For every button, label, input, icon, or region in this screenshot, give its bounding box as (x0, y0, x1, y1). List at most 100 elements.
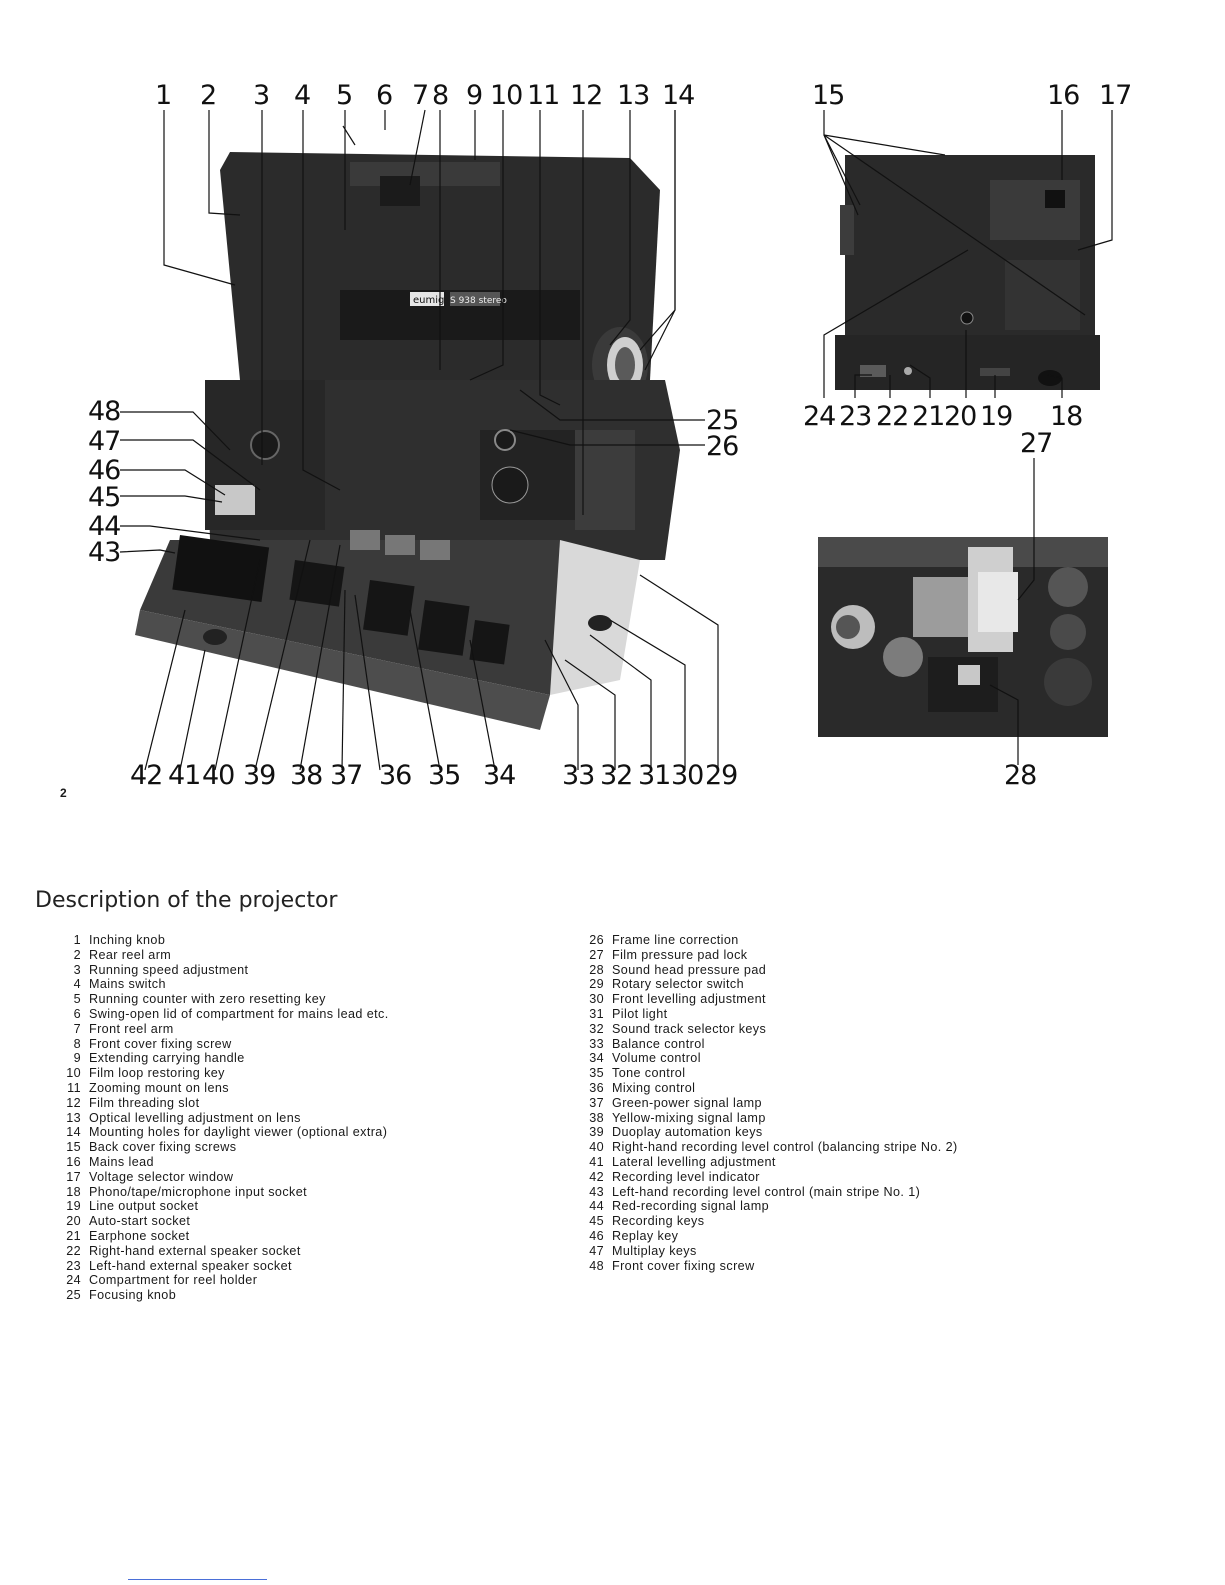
callout-number: 26 (706, 431, 739, 462)
part-label: Optical levelling adjustment on lens (89, 1110, 301, 1125)
footer-rule (128, 1579, 267, 1580)
part-label: Sound track selector keys (612, 1021, 767, 1036)
callout-number: 32 (600, 760, 633, 791)
part-number: 3 (73, 962, 81, 977)
part-label: Duoplay automation keys (612, 1125, 763, 1140)
part-label: Zooming mount on lens (89, 1080, 230, 1095)
part-number: 41 (589, 1154, 604, 1169)
part-label: Front cover fixing screw (612, 1258, 755, 1273)
callout-number: 39 (243, 760, 276, 791)
part-label: Red-recording signal lamp (612, 1199, 769, 1214)
callout-number: 45 (88, 482, 121, 513)
part-number: 18 (66, 1184, 81, 1199)
part-number: 45 (589, 1214, 604, 1229)
part-number: 26 (589, 933, 604, 947)
part-number: 9 (73, 1051, 81, 1066)
callout-number: 14 (662, 80, 695, 111)
part-label: Mounting holes for daylight viewer (opti… (89, 1125, 388, 1140)
part-label: Lateral levelling adjustment (612, 1154, 776, 1169)
callout-number: 19 (980, 401, 1013, 432)
callout-number: 10 (490, 80, 523, 111)
model-label: S 938 stereo (450, 296, 507, 306)
part-number: 25 (66, 1288, 81, 1303)
part-number: 1 (73, 933, 81, 947)
part-label: Line output socket (89, 1199, 199, 1214)
part-label: Recording level indicator (612, 1169, 760, 1184)
projector-front-photo: eumig S 938 stereo (135, 152, 680, 730)
callout-number: 21 (912, 401, 945, 432)
part-number: 17 (66, 1169, 81, 1184)
part-label: Running speed adjustment (89, 962, 249, 977)
part-label: Auto-start socket (89, 1214, 191, 1229)
list-item: 3 Running speed adjustment (55, 963, 389, 978)
part-label: Film pressure pad lock (612, 947, 748, 962)
part-number: 38 (589, 1110, 604, 1125)
part-label: Left-hand external speaker socket (89, 1258, 292, 1273)
page-number: 2 (60, 786, 67, 800)
list-item: 39 Duoplay automation keys (578, 1125, 958, 1140)
part-number: 2 (73, 947, 81, 962)
part-label: Earphone socket (89, 1228, 190, 1243)
callout-number: 15 (812, 80, 845, 111)
part-label: Green-power signal lamp (612, 1095, 762, 1110)
part-number: 16 (66, 1154, 81, 1169)
callout-number: 11 (527, 80, 560, 111)
part-number: 15 (66, 1140, 81, 1155)
callout-number: 6 (376, 80, 393, 111)
callout-number: 29 (705, 760, 738, 791)
part-number: 33 (589, 1036, 604, 1051)
callout-number: 27 (1020, 428, 1053, 459)
part-number: 30 (589, 992, 604, 1007)
list-item: 11 Zooming mount on lens (55, 1081, 389, 1096)
part-label: Yellow-mixing signal lamp (612, 1110, 766, 1125)
list-item: 2 Rear reel arm (55, 948, 389, 963)
part-number: 39 (589, 1125, 604, 1140)
part-number: 12 (66, 1095, 81, 1110)
callout-number: 25 (706, 405, 739, 436)
part-label: Back cover fixing screws (89, 1140, 237, 1155)
part-number: 8 (73, 1036, 81, 1051)
callout-number: 2 (200, 80, 217, 111)
part-label: Rotary selector switch (612, 977, 744, 992)
callout-number: 36 (379, 760, 412, 791)
part-number: 11 (67, 1080, 81, 1095)
part-label: Rear reel arm (89, 947, 172, 962)
part-label: Inching knob (89, 933, 166, 947)
callout-number: 1 (155, 80, 172, 111)
callout-number: 8 (432, 80, 449, 111)
callout-number: 22 (876, 401, 909, 432)
callout-number: 30 (671, 760, 704, 791)
list-item: 15 Back cover fixing screws (55, 1140, 389, 1155)
callout-number: 42 (130, 760, 163, 791)
part-label: Multiplay keys (612, 1243, 697, 1258)
part-label: Balance control (612, 1036, 705, 1051)
callout-number: 28 (1004, 760, 1037, 791)
callout-number: 46 (88, 455, 121, 486)
list-item: 38 Yellow-mixing signal lamp (578, 1111, 958, 1126)
part-number: 31 (589, 1006, 604, 1021)
part-label: Swing-open lid of compartment for mains … (89, 1006, 389, 1021)
part-number: 20 (66, 1214, 81, 1229)
part-label: Mixing control (612, 1080, 696, 1095)
part-label: Running counter with zero resetting key (89, 992, 326, 1007)
part-label: Front levelling adjustment (612, 992, 766, 1007)
callout-number: 20 (944, 401, 977, 432)
